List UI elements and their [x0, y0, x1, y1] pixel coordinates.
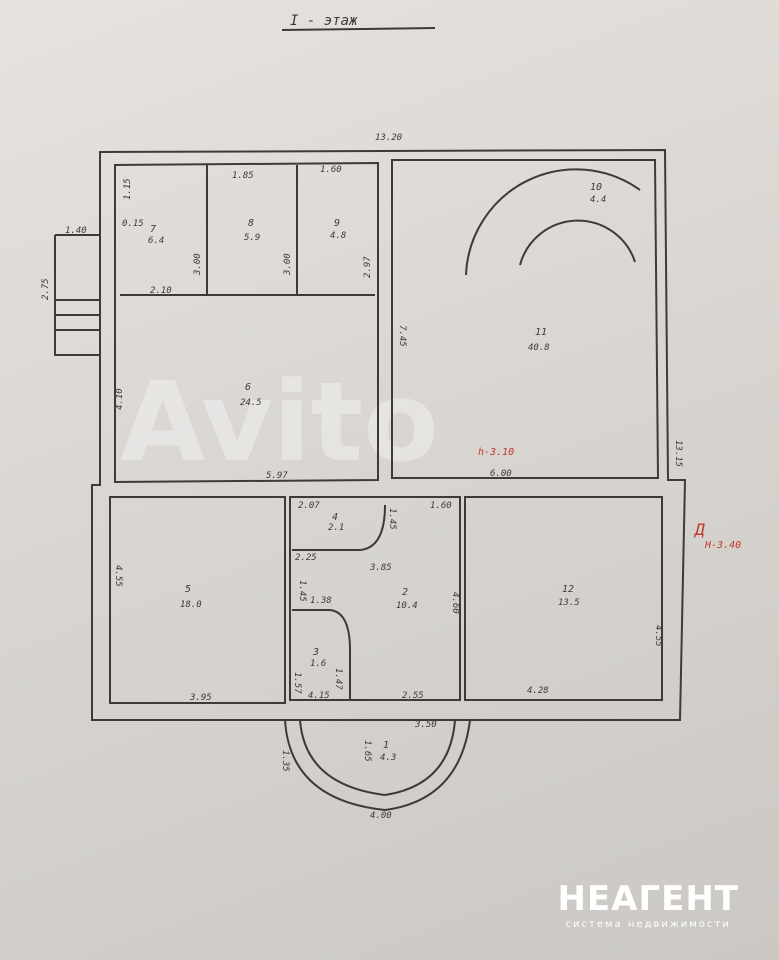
- dimension-label: 1.60: [430, 501, 452, 511]
- spiral-stair: [465, 168, 641, 276]
- dimension-label: 1.35: [280, 750, 290, 772]
- dimension-label: 3.95: [189, 693, 212, 703]
- dimension-label: 1.40: [65, 226, 87, 236]
- room-number: 7: [150, 224, 156, 235]
- dimension-labels: 13.20 1.40 2.75 1.60 1.85 1.15 0.15 3.00…: [41, 133, 683, 821]
- annotation-mark: Д: [693, 520, 705, 539]
- dimension-label: 5.97: [266, 471, 288, 481]
- dimension-label: 1.45: [297, 580, 307, 602]
- room-number: 3: [312, 647, 319, 658]
- room-number: 6: [245, 382, 251, 393]
- room-area: 4.8: [330, 231, 346, 241]
- dimension-label: 1.85: [232, 171, 254, 181]
- dimension-label: 1.47: [333, 668, 343, 690]
- room-number: 2: [402, 587, 408, 598]
- room-number: 9: [334, 218, 340, 229]
- dimension-label: 1.45: [387, 508, 397, 530]
- room-number: 10: [590, 182, 602, 193]
- room-area: 2.1: [328, 523, 344, 533]
- room-area: 1.6: [310, 659, 326, 669]
- room-area: 24.5: [240, 398, 262, 408]
- dimension-label: 13.20: [375, 133, 402, 143]
- room-number: 8: [248, 218, 254, 229]
- room-number: 4: [332, 512, 338, 523]
- dimension-label: 2.10: [150, 286, 172, 296]
- logo-tagline: система недвижимости: [565, 919, 731, 930]
- dimension-label: 1.38: [310, 596, 332, 606]
- logo-name: НЕАГЕНТ: [557, 879, 739, 919]
- entry-steps: [54, 234, 100, 356]
- dimension-label: 4.55: [113, 565, 123, 587]
- dimension-label: 3.00: [193, 253, 203, 276]
- dimension-label: 4.60: [450, 592, 460, 614]
- room-number: 1: [383, 740, 389, 751]
- room-area: 13.5: [558, 598, 580, 608]
- dimension-label: 4.00: [370, 811, 392, 821]
- dimension-label: 4.15: [308, 691, 330, 701]
- dimension-label: 4.10: [115, 388, 125, 410]
- outer-wall: [91, 148, 687, 721]
- annotation-height: H-3.40: [704, 540, 741, 551]
- dimension-label: 1.60: [320, 165, 342, 175]
- dimension-label: 2.07: [298, 501, 320, 511]
- dimension-label: 3.85: [369, 563, 392, 573]
- dimension-label: 2.25: [295, 553, 317, 563]
- room-area: 18.0: [180, 600, 202, 610]
- plan-title: I - этаж: [290, 13, 358, 29]
- room-number: 5: [185, 584, 191, 595]
- dimension-label: 3.50: [414, 720, 437, 730]
- dimension-label: 6.00: [490, 469, 512, 479]
- agency-logo: НЕАГЕНТ система недвижимости: [557, 879, 739, 930]
- dimension-label: 2.97: [363, 256, 373, 278]
- dimension-label: 1.15: [123, 178, 133, 200]
- dimension-label: 4.55: [653, 625, 663, 647]
- room-area: 40.8: [528, 343, 550, 353]
- room-number: 12: [562, 584, 574, 595]
- inner-wall-outline: [109, 159, 663, 704]
- room-area: 5.9: [244, 233, 260, 243]
- room-number: 11: [535, 327, 547, 338]
- room-area: 4.4: [590, 195, 606, 205]
- dimension-label: 1.65: [362, 740, 372, 762]
- watermark: Avito: [120, 358, 439, 486]
- dimension-label: 2.75: [41, 278, 51, 300]
- dimension-label: 1.57: [292, 672, 302, 694]
- dimension-label: 0.15: [122, 219, 144, 229]
- dimension-label: 3.00: [283, 253, 293, 276]
- dimension-label: 4.28: [527, 686, 549, 696]
- dimension-label: 7.45: [397, 325, 407, 347]
- room-dividers: [120, 165, 386, 700]
- room-area: 6.4: [148, 236, 164, 246]
- dimension-label: 13.15: [673, 440, 683, 467]
- porch-bay: [284, 719, 471, 812]
- dimension-label: 2.55: [402, 691, 424, 701]
- title-underline: [281, 27, 436, 31]
- room-area: 10.4: [396, 601, 418, 611]
- ceiling-height-note: h-3.10: [478, 447, 514, 458]
- room-area: 4.3: [380, 753, 396, 763]
